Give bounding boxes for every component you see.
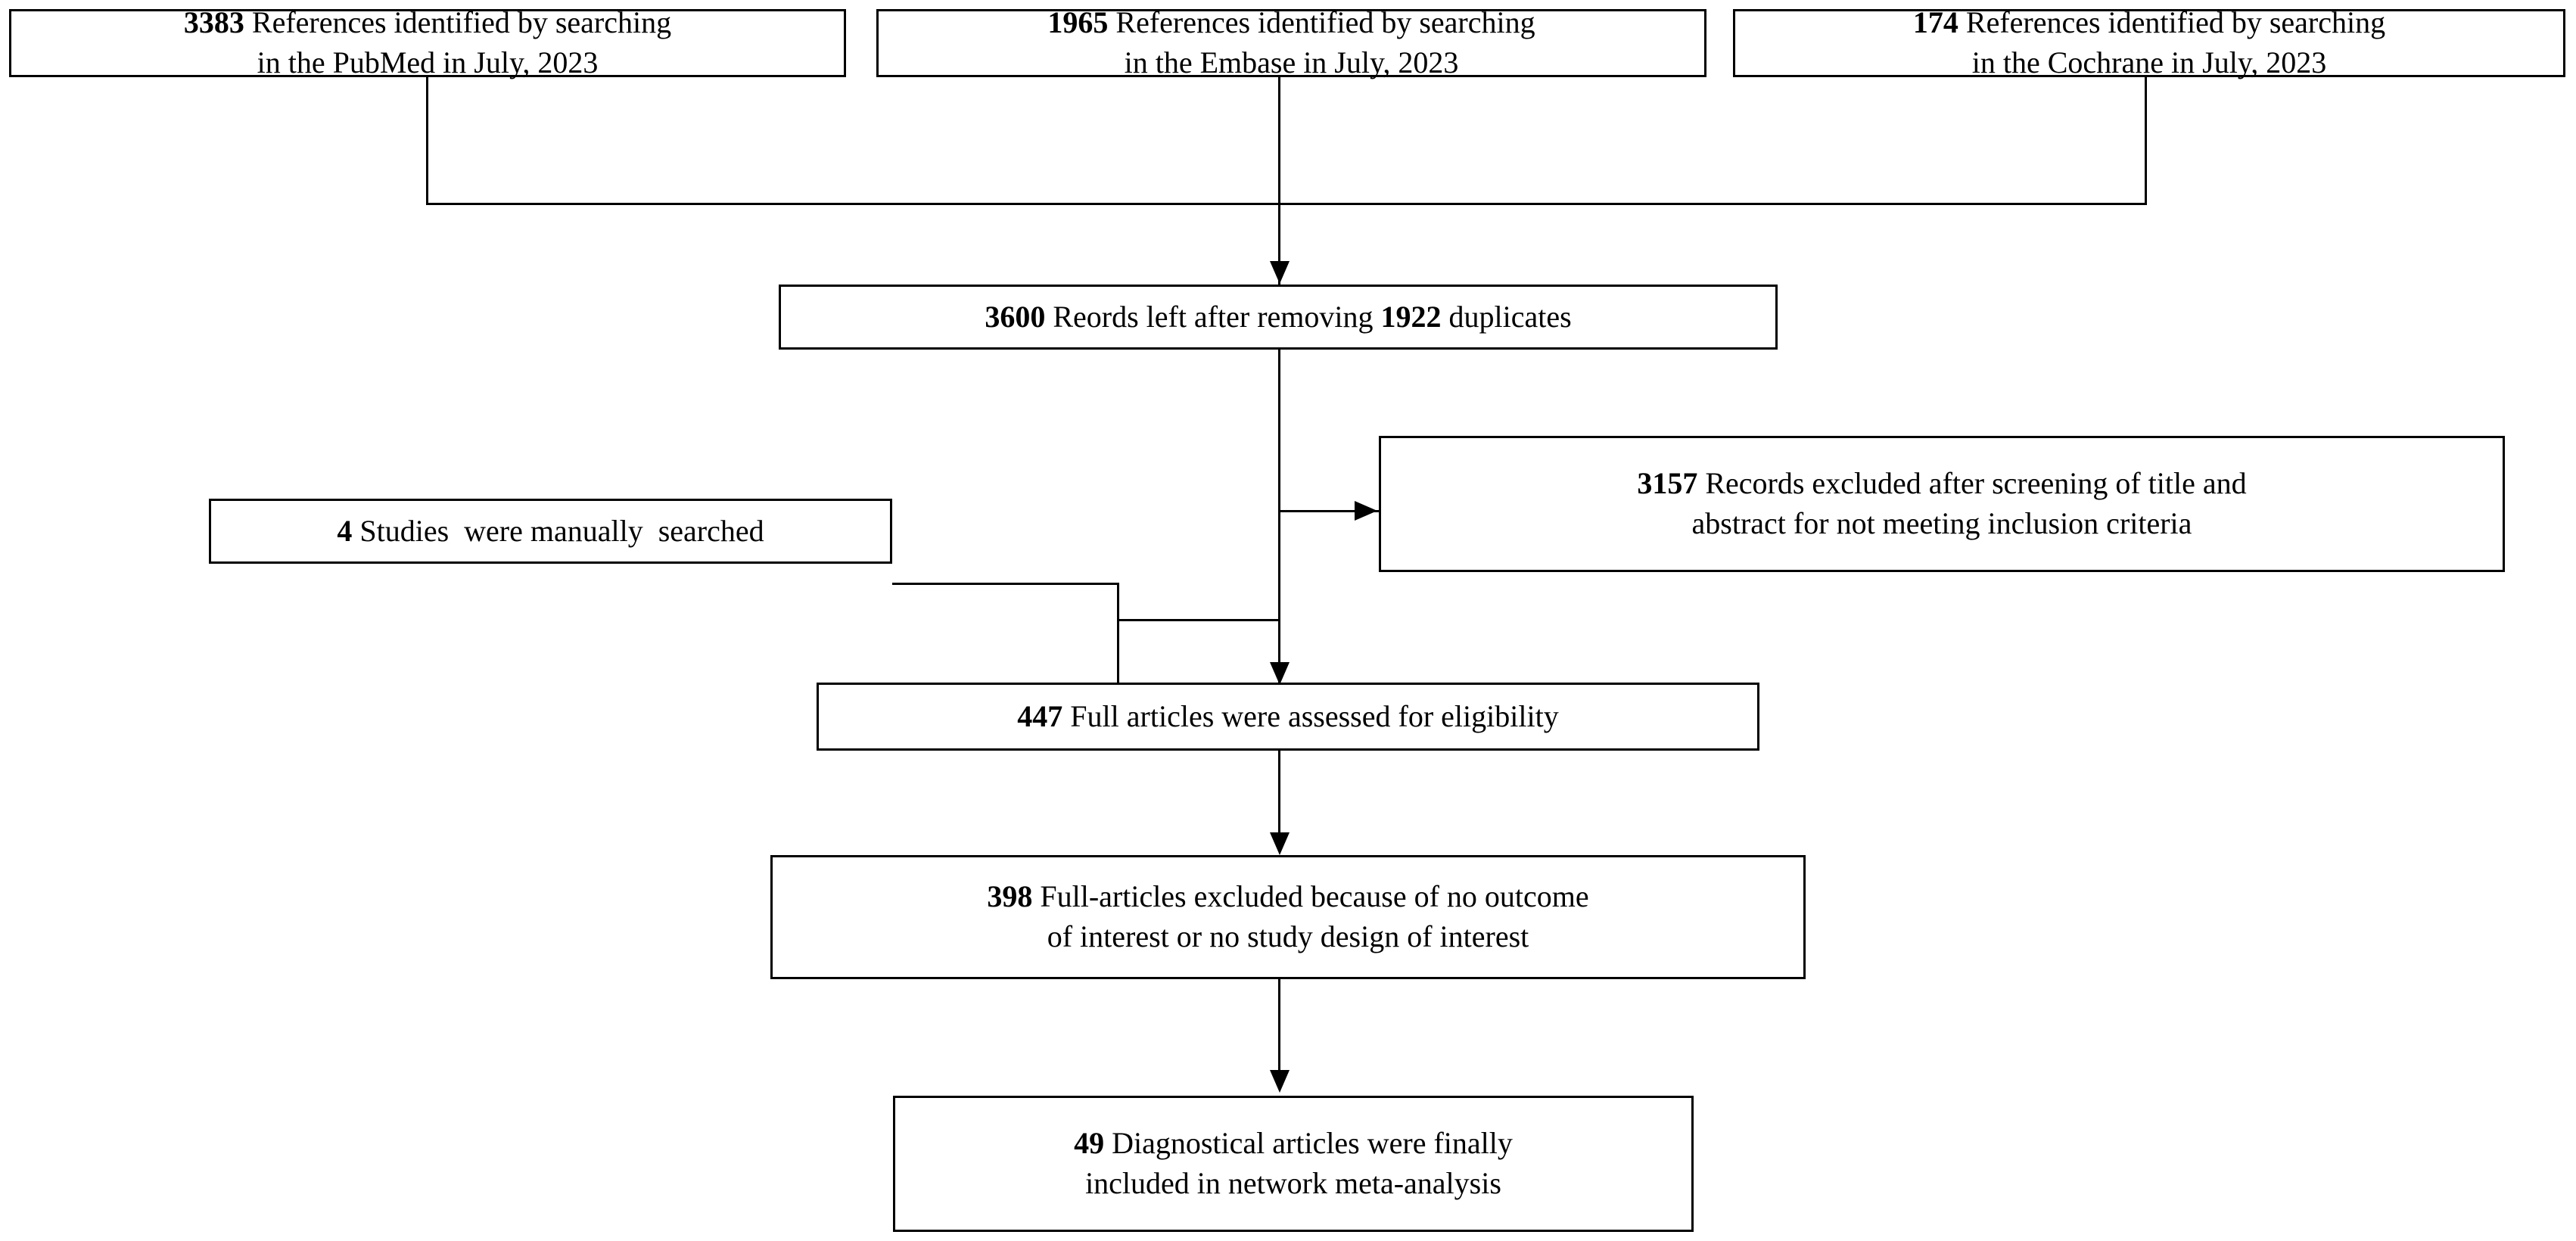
embase-line1: References identified by searching <box>1115 5 1535 40</box>
full-text-excluded-line1: Full-articles excluded because of no out… <box>1040 879 1589 914</box>
connector-sources-merge-bus <box>426 203 2147 205</box>
node-full-articles-excluded: 398 Full-articles excluded because of no… <box>770 855 1806 979</box>
embase-line2: in the Embase in July, 2023 <box>1124 45 1459 79</box>
arrowhead-to-full-text-assessed <box>1270 662 1290 685</box>
manual-search-text: Studies were manually searched <box>359 513 764 548</box>
screened-excluded-count: 3157 <box>1637 466 1706 501</box>
screened-excluded-line1: Records excluded after screening of titl… <box>1705 466 2247 501</box>
cochrane-line2: in the Cochrane in July, 2023 <box>1971 45 2327 79</box>
included-line2: included in network meta-analysis <box>1085 1166 1501 1200</box>
arrowhead-to-dedup <box>1270 261 1290 284</box>
connector-manual-search-drop <box>1117 583 1119 711</box>
node-embase-records: 1965 References identified by searching … <box>876 5 1706 79</box>
arrowhead-to-included <box>1270 1070 1290 1093</box>
pubmed-line2: in the PubMed in July, 2023 <box>257 45 599 79</box>
manual-search-count: 4 <box>337 513 360 548</box>
node-pubmed-records: 3383 References identified by searching … <box>9 5 846 79</box>
connector-bus-to-dedup <box>1278 203 1280 286</box>
embase-count: 1965 <box>1047 5 1116 40</box>
arrowhead-to-screened-excluded <box>1355 501 1377 521</box>
dedup-text-after: duplicates <box>1448 299 1572 334</box>
connector-manual-search-join-spine <box>1117 619 1280 621</box>
connector-cochrane-stem <box>2145 77 2147 205</box>
connector-embase-stem <box>1278 77 1280 205</box>
connector-manual-search-out <box>892 583 1119 585</box>
connector-excluded-to-included <box>1278 979 1280 1085</box>
full-text-assessed-count: 447 <box>1017 698 1071 733</box>
node-records-excluded-screening: 3157 Records excluded after screening of… <box>1379 436 2505 572</box>
full-text-excluded-line2: of interest or no study design of intere… <box>1047 919 1529 953</box>
connector-assessed-to-excluded <box>1278 751 1280 845</box>
full-text-excluded-count: 398 <box>987 879 1041 914</box>
connector-main-spine-screening <box>1278 350 1280 683</box>
dedup-text-before: Reords left after removing <box>1053 299 1381 334</box>
screened-excluded-line2: abstract for not meeting inclusion crite… <box>1691 506 2192 540</box>
node-manual-search: 4 Studies were manually searched <box>209 499 892 564</box>
included-count: 49 <box>1074 1126 1112 1161</box>
node-cochrane-records: 174 References identified by searching i… <box>1733 5 2565 79</box>
cochrane-count: 174 <box>1912 5 1966 40</box>
cochrane-line1: References identified by searching <box>1965 5 2386 40</box>
node-included-in-meta-analysis: 49 Diagnostical articles were finally in… <box>893 1096 1694 1232</box>
full-text-assessed-text: Full articles were assessed for eligibil… <box>1070 698 1559 733</box>
dedup-duplicates-count: 1922 <box>1380 299 1449 334</box>
connector-pubmed-stem <box>426 77 428 205</box>
node-full-articles-assessed: 447 Full articles were assessed for elig… <box>817 683 1759 751</box>
arrowhead-to-full-text-excluded <box>1270 832 1290 855</box>
connector-spine-to-screened-excluded <box>1278 510 1379 512</box>
included-line1: Diagnostical articles were finally <box>1112 1126 1513 1161</box>
node-records-after-duplicates: 3600 Reords left after removing 1922 dup… <box>779 285 1778 350</box>
pubmed-count: 3383 <box>183 5 252 40</box>
pubmed-line1: References identified by searching <box>251 5 672 40</box>
dedup-count: 3600 <box>985 299 1053 334</box>
